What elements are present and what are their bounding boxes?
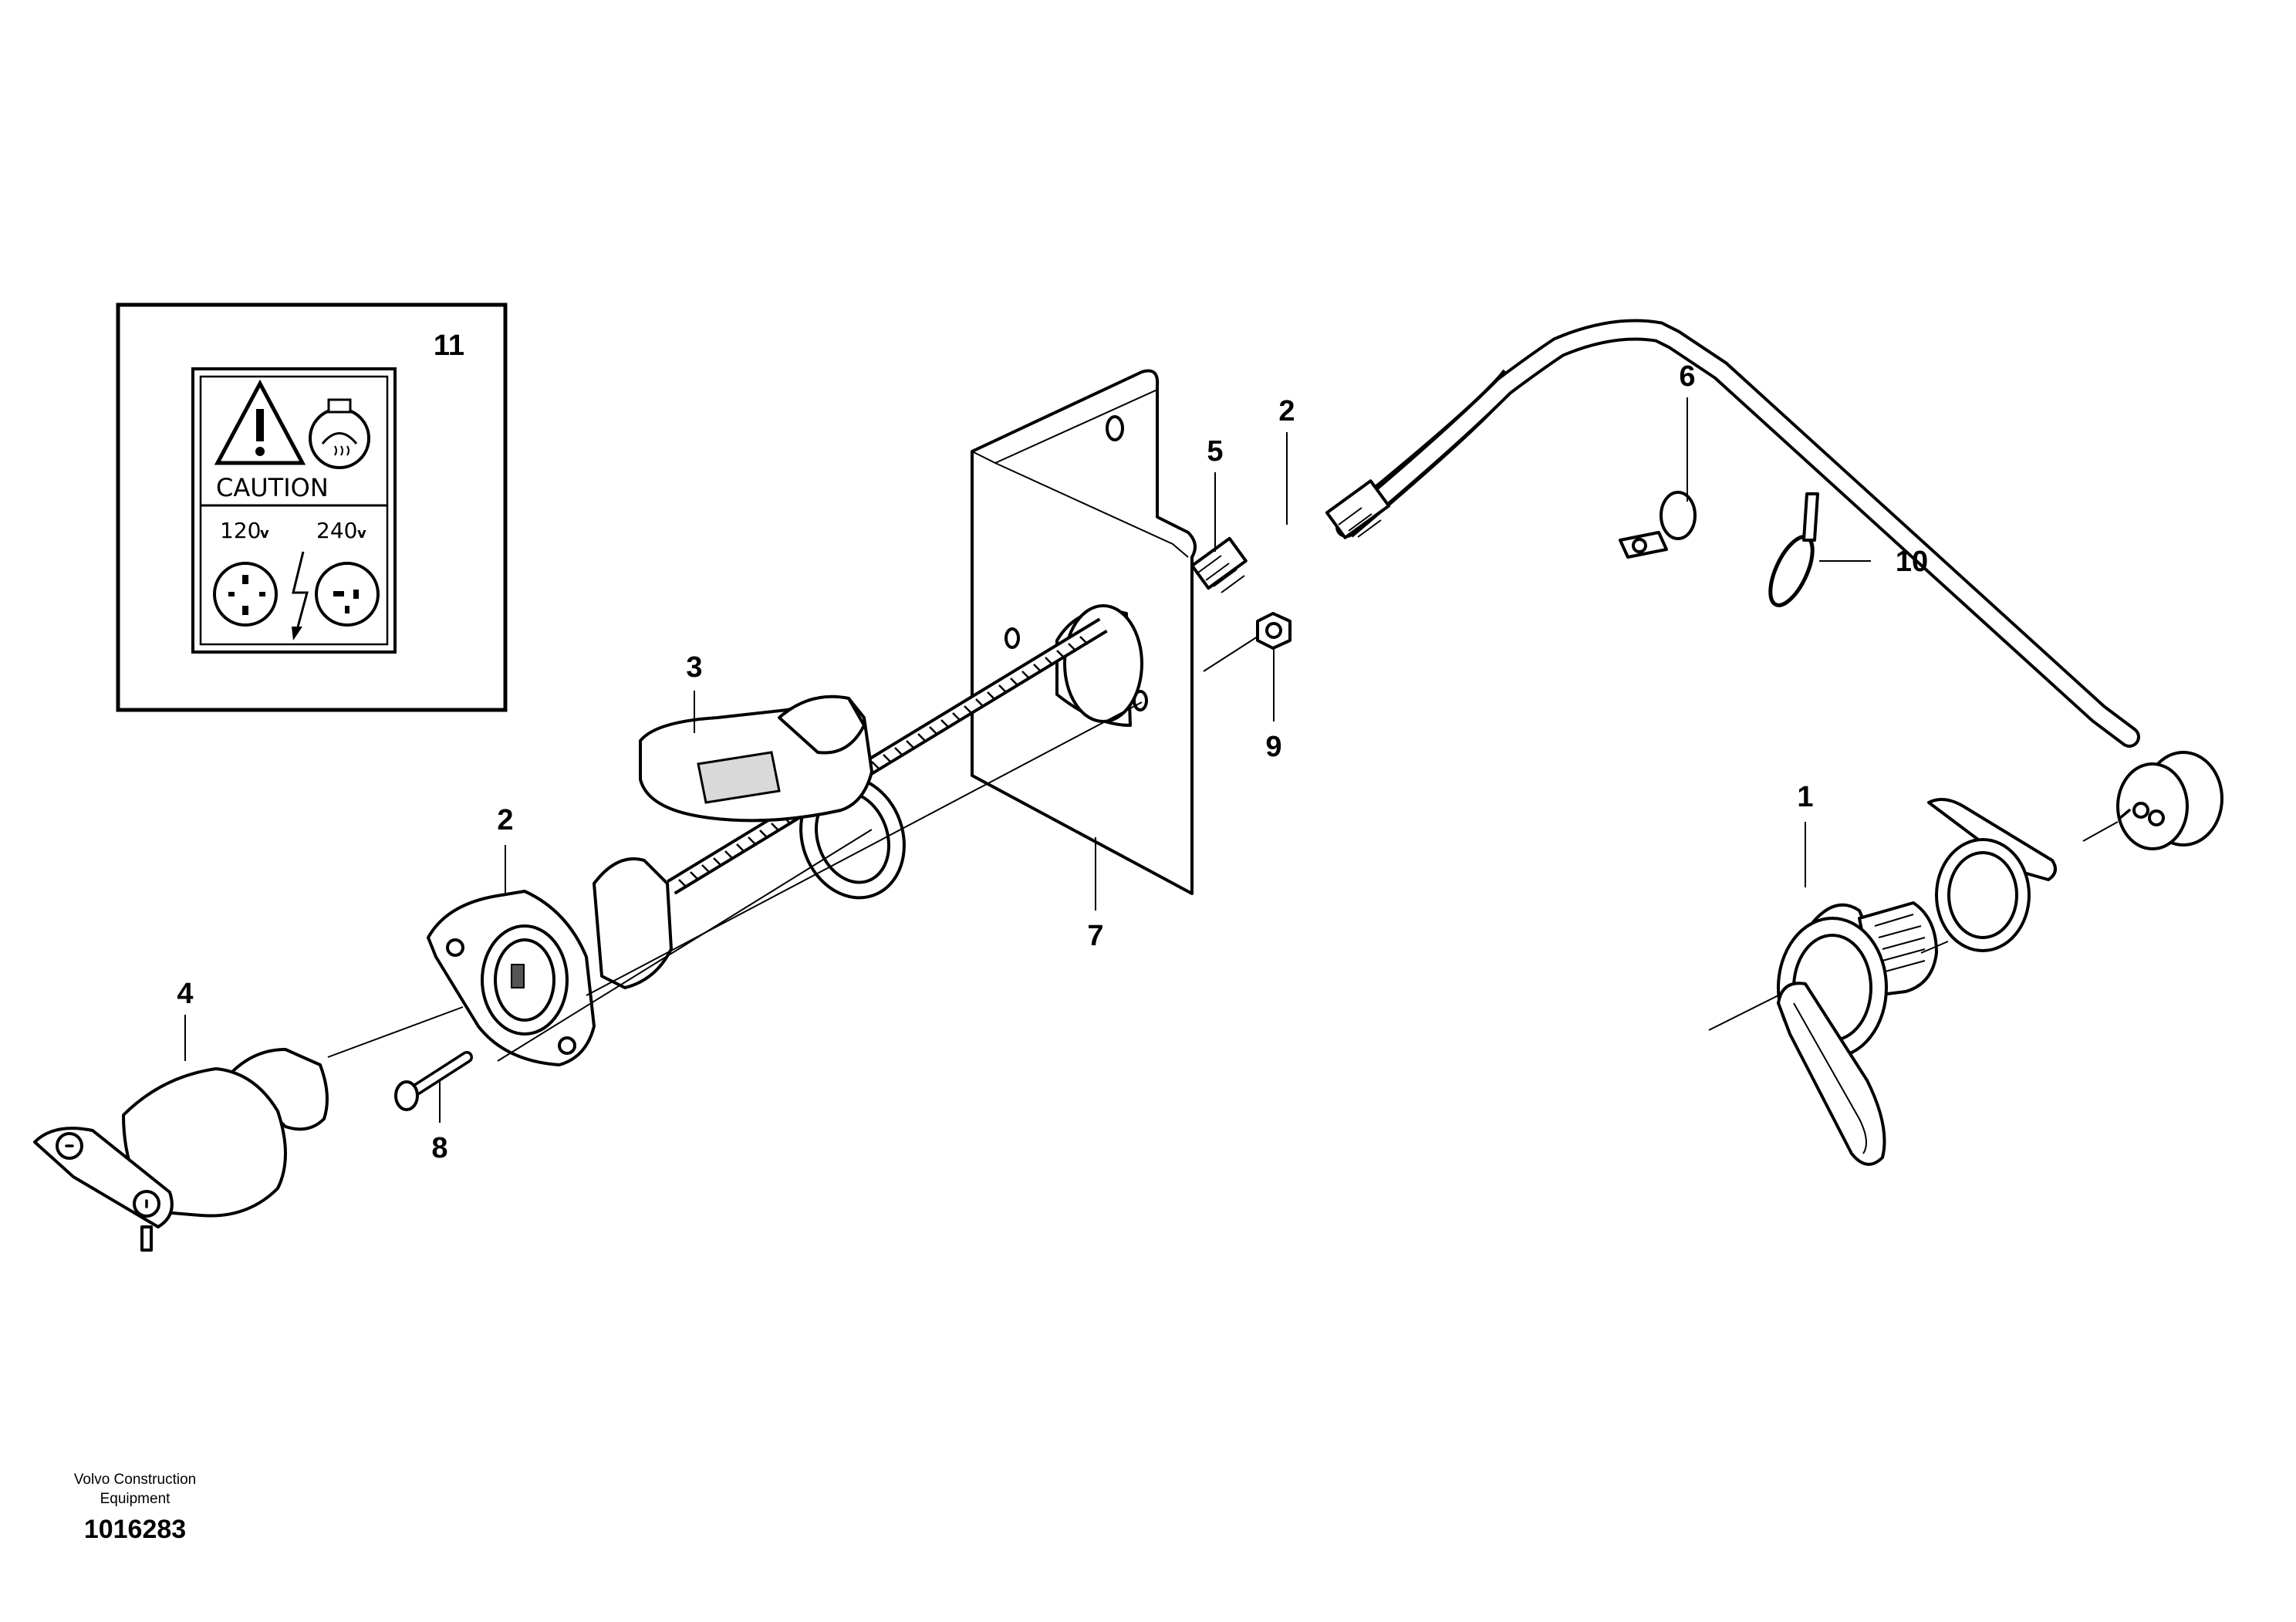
assembly-lines (184, 397, 2119, 1123)
footer-brand-line1: Volvo Construction (73, 1472, 197, 1488)
cable-clip-6 (1619, 491, 1697, 559)
block-heater-1 (1777, 901, 1938, 1166)
cable-ferrule (1325, 479, 1391, 539)
socket-cover-3 (639, 694, 873, 823)
outlet-120v-icon (213, 562, 278, 627)
decal-inset: CAUTION 120 v 240 v 11 (116, 302, 508, 712)
callout-5: 5 (1207, 435, 1223, 468)
callout-2-socket: 2 (497, 804, 513, 836)
callout-8: 8 (431, 1132, 447, 1164)
tie-wrap-10 (1768, 492, 1819, 607)
cable-nut-5 (1190, 536, 1248, 593)
warning-triangle-icon (214, 379, 306, 465)
heater-seal-ring (1927, 798, 2057, 952)
callout-6: 6 (1679, 360, 1695, 393)
heater-element-connector (2116, 751, 2223, 850)
callout-4: 4 (177, 978, 193, 1010)
callout-3: 3 (686, 651, 702, 684)
lightning-bolt-icon (292, 551, 309, 640)
callouts: 1 2 2 3 4 5 6 7 8 9 10 (177, 360, 1928, 1164)
decal-voltage-120: 120 (220, 518, 261, 543)
screw-8 (394, 1051, 473, 1111)
callout-11: 11 (434, 329, 464, 362)
decal-voltage-unit-right: v (357, 525, 366, 542)
callout-7: 7 (1087, 920, 1103, 952)
footer-brand: Volvo Construction Equipment (46, 1470, 224, 1509)
drawing-number: 1016283 (83, 1515, 187, 1544)
decal-voltage-unit-left: v (260, 525, 269, 542)
footer-brand-line2: Equipment (100, 1491, 171, 1507)
power-plug-4 (33, 1048, 329, 1252)
decal-voltage-240: 240 (316, 518, 357, 543)
heater-cable (1190, 319, 2223, 850)
callout-1: 1 (1797, 781, 1813, 813)
engine-heater-icon (309, 398, 370, 469)
socket-2 (427, 857, 673, 1066)
callout-9: 9 (1265, 731, 1281, 763)
callout-10: 10 (1896, 546, 1928, 578)
decal-caution-text: CAUTION (216, 473, 329, 502)
nut-9 (1256, 612, 1292, 650)
outlet-240v-icon (315, 562, 380, 627)
callout-2-cable: 2 (1278, 395, 1295, 427)
